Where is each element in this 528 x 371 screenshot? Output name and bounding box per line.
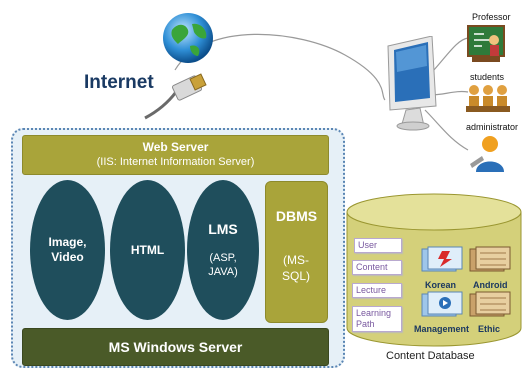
lms-label: LMS xyxy=(208,221,238,237)
doc-content: Content xyxy=(352,260,402,275)
book-android-label: Android xyxy=(473,280,508,290)
android-book-icon xyxy=(469,246,511,272)
lms-sub-label: (ASP, JAVA) xyxy=(208,252,238,278)
ethic-book-icon xyxy=(469,291,511,317)
doc-learning-path: Learning Path xyxy=(352,306,402,332)
book-ethic-label: Ethic xyxy=(478,324,501,334)
students-label: students xyxy=(470,72,505,82)
lms-oval: LMS (ASP, JAVA) xyxy=(187,180,259,320)
html-label: HTML xyxy=(130,242,165,257)
dbms-label: DBMS xyxy=(275,208,318,224)
network-cable-icon xyxy=(144,73,207,120)
administrator-label: administrator xyxy=(466,122,519,132)
doc-lecture: Lecture xyxy=(352,283,402,298)
html-oval: HTML xyxy=(110,180,185,320)
book-management-label: Management xyxy=(414,324,470,334)
image-video-oval: Image, Video xyxy=(30,180,105,320)
administrator-icon xyxy=(470,136,504,172)
professor-icon xyxy=(467,25,505,62)
internet-label: Internet xyxy=(84,72,154,93)
web-server-box: Web Server (IIS: Internet Information Se… xyxy=(22,135,329,175)
globe-icon xyxy=(163,13,213,63)
ms-windows-server-bar: MS Windows Server xyxy=(22,328,329,366)
image-video-label: Image, Video xyxy=(48,235,87,264)
students-icon xyxy=(466,85,510,112)
korean-book-icon xyxy=(421,246,463,272)
management-book-icon xyxy=(421,291,463,317)
content-database-caption: Content Database xyxy=(386,350,475,362)
web-server-title: Web Server xyxy=(142,140,209,154)
dbms-box: DBMS (MS-SQL) xyxy=(265,181,328,323)
computer-monitor-icon xyxy=(387,36,437,131)
web-server-subtitle: (IIS: Internet Information Server) xyxy=(96,156,255,168)
book-korean-label: Korean xyxy=(425,280,457,290)
professor-label: Professor xyxy=(472,12,511,22)
dbms-sub-label: (MS-SQL) xyxy=(281,253,310,283)
doc-user: User xyxy=(354,238,402,253)
